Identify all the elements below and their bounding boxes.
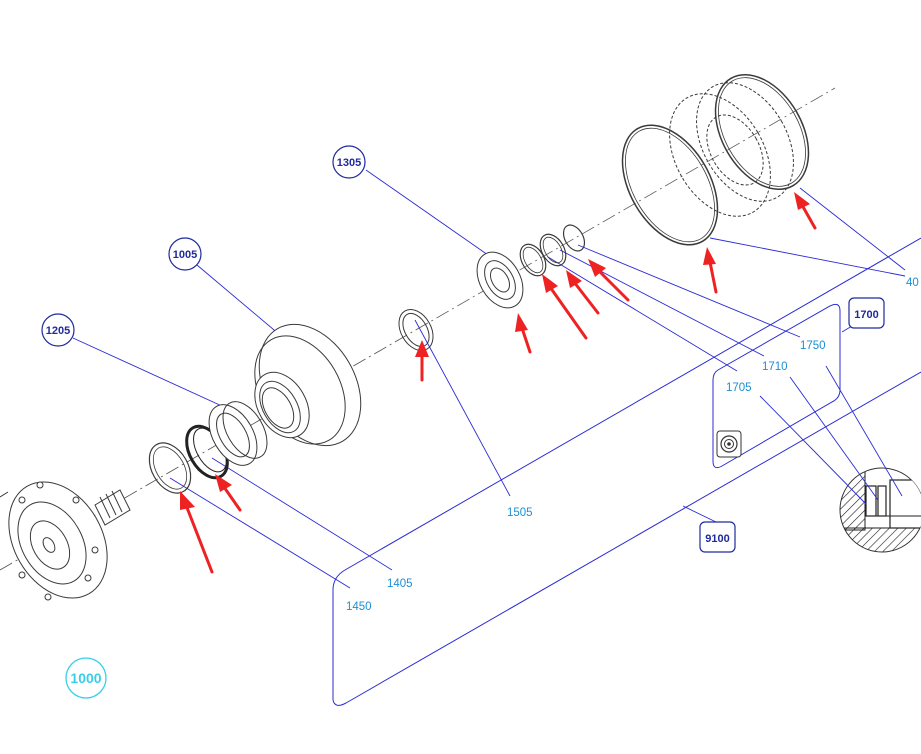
arrow-icon (566, 270, 600, 315)
callout-9100[interactable]: 9100 (699, 521, 736, 553)
callout-1005-text: 1005 (173, 249, 197, 261)
label-1505: 1505 (507, 507, 533, 519)
part-1205-bearing (208, 401, 268, 466)
part-1750-clip (562, 224, 586, 252)
callout-1000[interactable]: 1000 (65, 657, 107, 699)
label-1750: 1750 (800, 340, 826, 352)
seal-kit-icon (716, 430, 742, 458)
label-1405: 1405 (387, 578, 413, 590)
arrow-icon (515, 313, 532, 354)
arrow-icons (180, 192, 817, 574)
callout-9100-text: 9100 (705, 533, 729, 545)
arrow-icon (588, 259, 630, 302)
callout-1205-text: 1205 (46, 325, 70, 337)
part-1505-ring (398, 309, 434, 351)
part-1450-ring (148, 442, 192, 494)
kit-box-outline (332, 237, 921, 706)
seal-kit-card (712, 303, 841, 469)
callout-1000-text: 1000 (70, 670, 101, 686)
label-1705: 1705 (726, 382, 752, 394)
arrow-icon (542, 274, 588, 340)
part-40-housing (621, 73, 810, 246)
part-1305-bearing (476, 251, 524, 309)
leader-lines (72, 169, 906, 589)
arrow-icon (703, 247, 718, 294)
arrow-icon (180, 491, 214, 574)
arrow-icon (215, 474, 242, 512)
callout-1700-text: 1700 (854, 309, 878, 321)
arrow-icon (794, 192, 817, 230)
callout-1005[interactable]: 1005 (168, 237, 202, 271)
part-1705-ring (519, 243, 547, 277)
label-1450: 1450 (346, 601, 372, 613)
detail-magnifier-icon (839, 467, 921, 553)
callout-1305[interactable]: 1305 (332, 145, 366, 179)
part-1005-hub (254, 323, 362, 447)
callout-1305-text: 1305 (337, 157, 361, 169)
callout-1700[interactable]: 1700 (848, 297, 885, 329)
label-40: 40 (906, 277, 919, 289)
label-1710: 1710 (762, 361, 788, 373)
arrow-icon (415, 340, 429, 382)
part-1000-flange (0, 481, 131, 601)
part-1710-ring (539, 233, 567, 267)
center-axis (0, 87, 836, 571)
callout-1205[interactable]: 1205 (41, 313, 75, 347)
